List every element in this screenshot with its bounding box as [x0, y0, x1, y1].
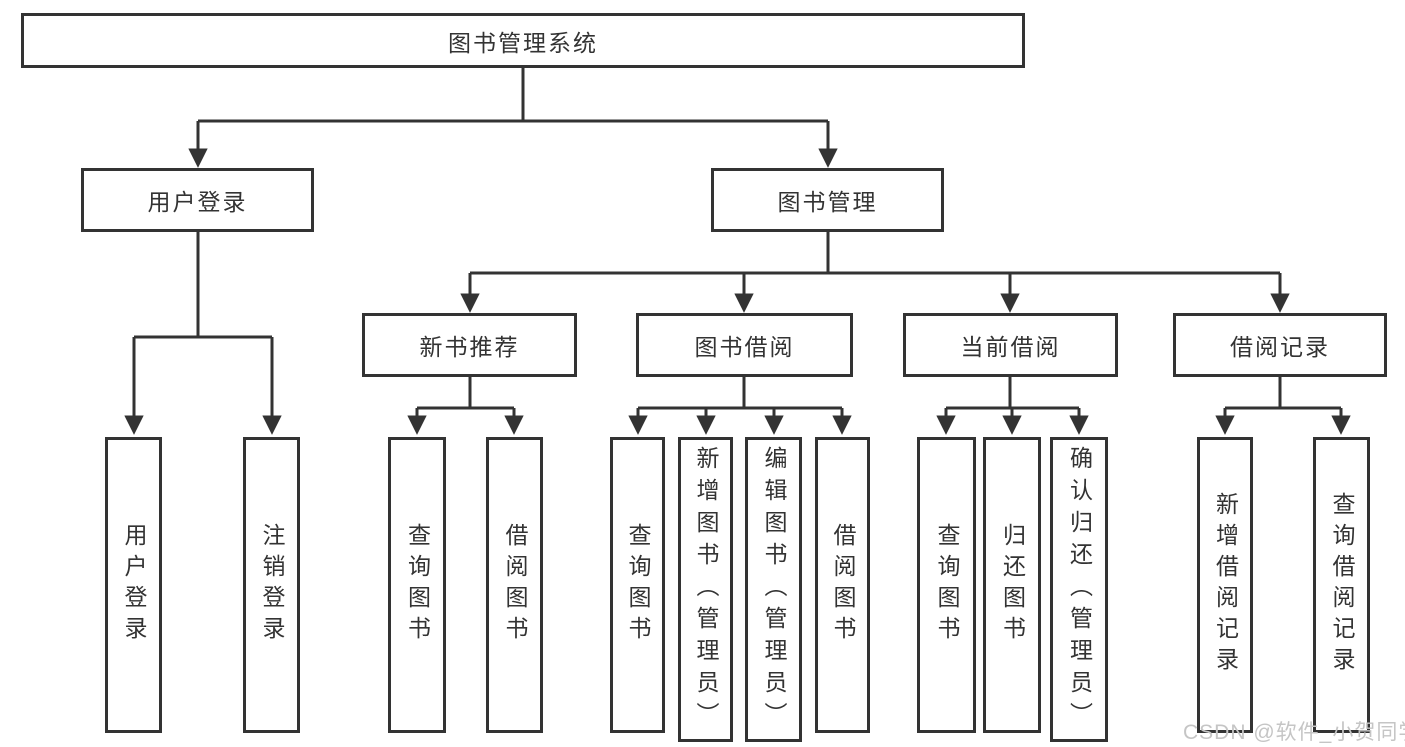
node-root-library-system: 图书管理系统 [21, 13, 1025, 68]
node-new-book-recommend: 新书推荐 [362, 313, 577, 377]
leaf-add-borrow-record: 新增借阅记录 [1197, 437, 1253, 733]
leaf-confirm-return-admin: 确认归还（管理员） [1050, 437, 1108, 742]
node-user-login: 用户登录 [81, 168, 314, 232]
node-label: 用户登录 [147, 189, 248, 215]
leaf-borrow-book: 借阅图书 [815, 437, 870, 733]
node-label: 新增图书（管理员） [693, 445, 719, 734]
node-book-management: 图书管理 [711, 168, 944, 232]
leaf-query-book-current: 查询图书 [917, 437, 976, 733]
node-label: 借阅图书 [502, 523, 528, 647]
node-label: 图书借阅 [694, 334, 795, 360]
csdn-watermark: CSDN @软件_小贺同学 [1183, 721, 1405, 744]
node-label: 确认归还（管理员） [1066, 445, 1093, 734]
node-label: 编辑图书（管理员） [761, 445, 787, 734]
node-label: 图书管理系统 [448, 29, 598, 56]
node-label: 借阅记录 [1230, 334, 1330, 360]
node-label: 归还图书 [999, 523, 1026, 647]
leaf-borrow-book-recommend: 借阅图书 [486, 437, 543, 733]
node-current-borrow: 当前借阅 [903, 313, 1118, 377]
node-label: 借阅图书 [830, 523, 856, 647]
leaf-logout: 注销登录 [243, 437, 300, 733]
leaf-add-book-admin: 新增图书（管理员） [678, 437, 733, 742]
node-label: 新书推荐 [419, 334, 520, 360]
leaf-query-book-recommend: 查询图书 [388, 437, 446, 733]
node-book-borrow: 图书借阅 [636, 313, 853, 377]
node-label: 图书管理 [777, 189, 878, 215]
leaf-query-borrow-record: 查询借阅记录 [1313, 437, 1370, 733]
node-label: 查询借阅记录 [1329, 492, 1355, 678]
node-label: 查询图书 [934, 523, 960, 647]
node-borrow-records: 借阅记录 [1173, 313, 1387, 377]
leaf-return-book: 归还图书 [983, 437, 1041, 733]
node-label: 新增借阅记录 [1212, 492, 1239, 678]
node-label: 注销登录 [259, 523, 285, 647]
node-label: 查询图书 [404, 523, 431, 647]
node-label: 用户登录 [121, 523, 147, 647]
node-label: 查询图书 [625, 523, 651, 647]
leaf-query-book-borrow: 查询图书 [610, 437, 665, 733]
node-label: 当前借阅 [960, 334, 1061, 360]
leaf-user-login: 用户登录 [105, 437, 162, 733]
leaf-edit-book-admin: 编辑图书（管理员） [745, 437, 802, 742]
